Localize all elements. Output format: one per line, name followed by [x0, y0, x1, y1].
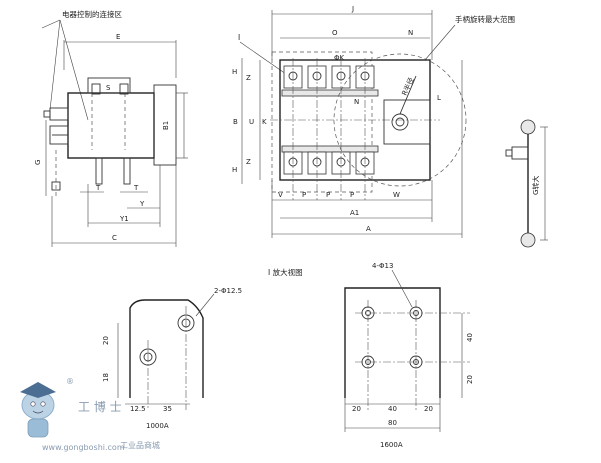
- mount-bracket: [49, 125, 69, 145]
- leader-line: [239, 41, 287, 75]
- hole-label-1600a: 4-Φ13: [372, 262, 393, 270]
- leader-line: [49, 19, 61, 111]
- dim-S: S: [106, 84, 111, 92]
- detail-1000a: 2-Φ12.5 20 18 12.5 35 1000A: [102, 287, 242, 430]
- dim-Z-top: Z: [246, 74, 251, 82]
- site-url: www.gongboshi.com: [42, 443, 125, 452]
- top-terminal: [87, 77, 131, 94]
- dim-C: C: [112, 234, 117, 242]
- dim-20-1000a: 20: [102, 336, 110, 345]
- dim-Z-bot: Z: [246, 158, 251, 166]
- terminal-post: [91, 83, 101, 95]
- bolt: [51, 181, 61, 191]
- dim-20a-1600a: 20: [352, 405, 361, 413]
- leg: [123, 157, 131, 185]
- handle-knob-bottom: [520, 232, 536, 248]
- enlarged-view-title: I 放大视图: [268, 267, 303, 277]
- handle-dim-G: G转大: [531, 176, 540, 195]
- hole-label-1000a: 2-Φ12.5: [214, 287, 242, 295]
- registered-mark: ®: [66, 377, 74, 386]
- marker-I: I: [238, 33, 240, 42]
- side-view: 电器控制的连接区 E S B1 G: [34, 9, 188, 247]
- dim-E: E: [116, 33, 120, 41]
- mascot-body-icon: [27, 418, 49, 438]
- dim-40v-1600a: 40: [466, 333, 474, 342]
- mascot-cap-icon: [20, 382, 56, 398]
- leg: [95, 157, 103, 185]
- dim-B1: B1: [162, 121, 170, 130]
- dim-N-mid: N: [354, 98, 359, 106]
- dim-N-top: N: [408, 29, 413, 37]
- detail-1600a: 4-Φ13 40 20 20 40 20 80 1600A: [344, 262, 474, 449]
- dim-Y1: Y1: [119, 215, 129, 223]
- handle-pivot: [391, 113, 409, 131]
- dim-K: K: [262, 118, 267, 126]
- dim-V: V: [278, 191, 283, 199]
- radius-label: R半径: [400, 76, 416, 97]
- rear-stud-tip: [43, 110, 51, 118]
- dim-T2: T: [133, 184, 139, 192]
- dim-A1: A1: [350, 209, 359, 217]
- leader-line: [424, 24, 456, 61]
- switch-body: [67, 92, 155, 159]
- terminal-post: [119, 83, 129, 95]
- handle-knob-top: [520, 119, 536, 135]
- dim-phiK: ΦK: [334, 54, 345, 62]
- busbar-1600a-outline: [344, 287, 441, 398]
- mascot-eye-icon: [30, 401, 36, 407]
- dim-H-top: H: [232, 68, 237, 76]
- busbar-bottom: [281, 145, 379, 153]
- dim-35-1000a: 35: [163, 405, 172, 413]
- electric-control-area-label: 电器控制的连接区: [62, 9, 122, 19]
- site-tagline: 工业品商城: [120, 440, 160, 450]
- dim-G: G: [34, 160, 42, 165]
- dim-B: B: [233, 118, 238, 126]
- dim-P3: P: [350, 191, 354, 199]
- mascot-smile-icon: [32, 410, 44, 414]
- dim-L: L: [437, 94, 441, 102]
- dim-A: A: [366, 225, 371, 233]
- caption-1600a: 1600A: [380, 441, 403, 449]
- dim-H-bot: H: [232, 166, 237, 174]
- dim-40h-1600a: 40: [388, 405, 397, 413]
- dim-P2: P: [326, 191, 330, 199]
- switch-front-plate: [153, 84, 177, 166]
- busbar-top: [281, 89, 379, 97]
- handle-hub: [511, 146, 529, 160]
- mascot-eye-icon: [40, 401, 46, 407]
- leader-line: [391, 269, 413, 308]
- handle-rotation-label: 手柄旋转最大范围: [455, 14, 515, 24]
- handle-hub-tip: [505, 149, 513, 157]
- mounting-outline: [271, 51, 373, 193]
- dim-P1: P: [302, 191, 306, 199]
- dim-20b-1600a: 20: [424, 405, 433, 413]
- leader-line: [59, 19, 89, 121]
- dim-12-5-1000a: 12.5: [130, 405, 146, 413]
- dim-20v-1600a: 20: [466, 375, 474, 384]
- dim-T1: T: [95, 184, 101, 192]
- handle-arm: [399, 75, 417, 115]
- handle-rotation-circle: [333, 53, 467, 187]
- rear-stud: [49, 107, 69, 121]
- caption-1000a: 1000A: [146, 422, 169, 430]
- handle-housing: [383, 99, 431, 145]
- handle-pivot-inner: [395, 117, 405, 127]
- leader-line: [41, 19, 61, 29]
- busbar-1000a-outline: [129, 299, 204, 398]
- dim-80-1600a: 80: [388, 419, 397, 427]
- dim-18-1000a: 18: [102, 373, 110, 382]
- dim-U: U: [249, 118, 254, 126]
- front-view: J O N 手柄旋转最大范围 I ΦK: [232, 5, 515, 238]
- dim-O: O: [332, 29, 338, 37]
- watermark-logo: ® 工 博 士 www.gongboshi.com 工业品商城: [20, 377, 160, 452]
- dim-J: J: [351, 5, 354, 13]
- brand-name: 工 博 士: [78, 399, 122, 414]
- dim-Y: Y: [139, 200, 145, 208]
- dim-W: W: [393, 191, 400, 199]
- handle-view: G转大: [505, 119, 548, 248]
- leader-line: [195, 293, 215, 317]
